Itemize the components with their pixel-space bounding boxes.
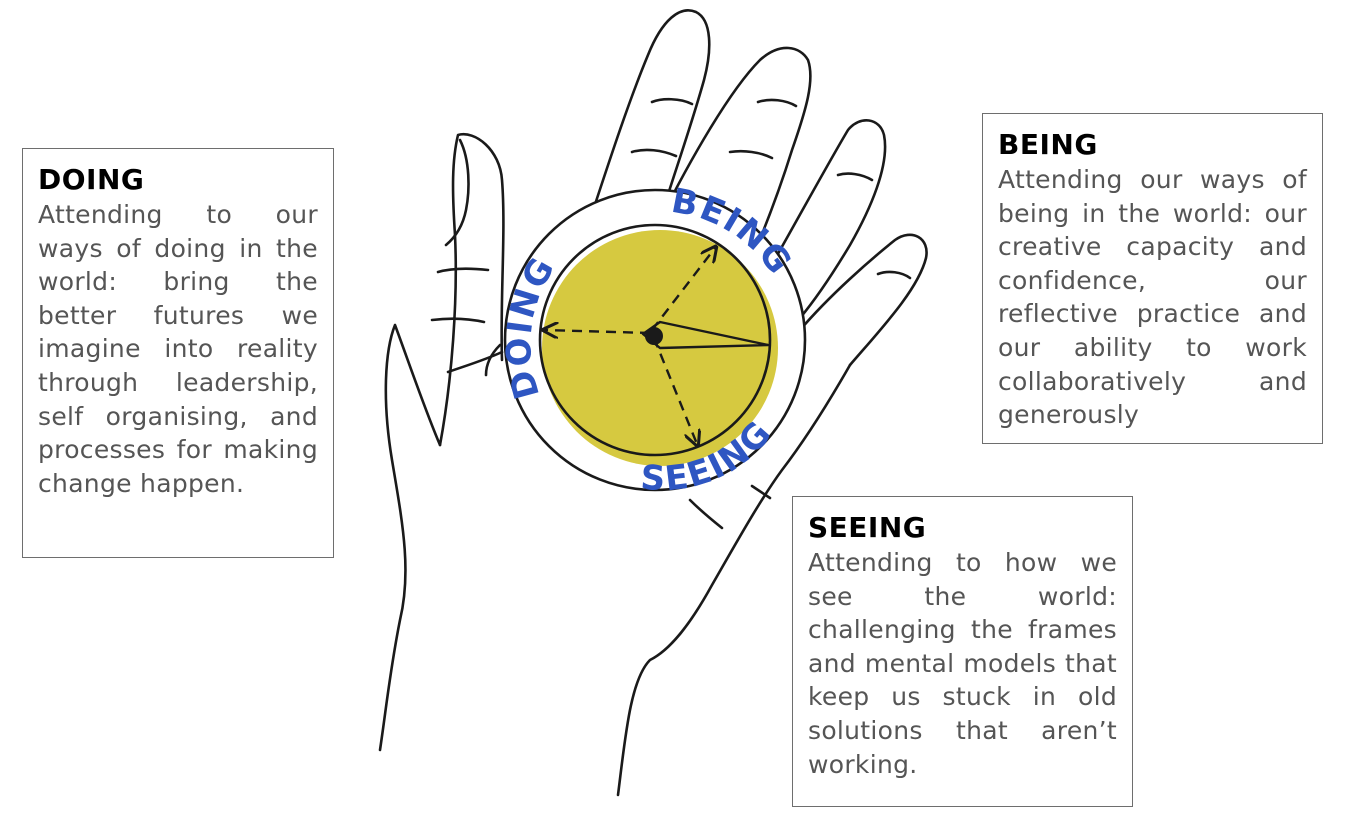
doing-panel: DOING Attending to our ways of doing in … (22, 148, 334, 558)
compass-inner-ring (538, 223, 772, 457)
seeing-title: SEEING (808, 511, 927, 544)
compass-pivot (645, 327, 663, 345)
hand-outline (378, 9, 928, 797)
being-panel: BEING Attending our ways of being in the… (982, 113, 1323, 444)
doing-title: DOING (38, 163, 145, 196)
arrow-doing (545, 330, 651, 333)
compass: DOING BEING SEEING (499, 181, 807, 500)
being-title: BEING (998, 128, 1098, 161)
being-description: Attending our ways of being in the world… (998, 165, 1307, 430)
doing-description: Attending to our ways of doing in the wo… (38, 200, 318, 498)
arrow-seeing (652, 337, 697, 444)
arrow-being (651, 248, 715, 331)
seeing-panel: SEEING Attending to how we see the world… (792, 496, 1133, 807)
seeing-description: Attending to how we see the world: chall… (808, 548, 1117, 779)
